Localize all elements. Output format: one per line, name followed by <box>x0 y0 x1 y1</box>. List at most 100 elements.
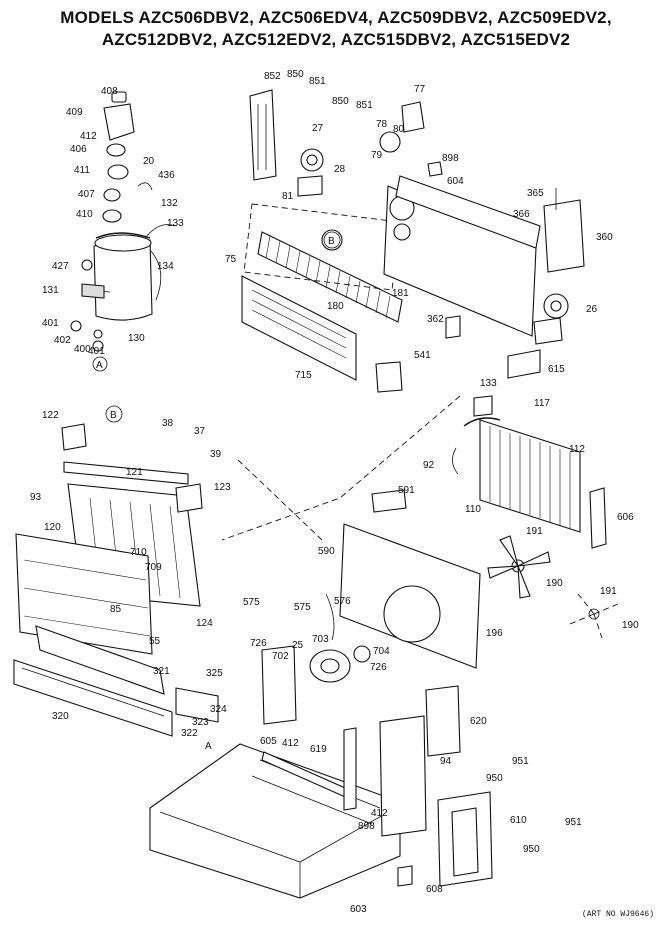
callout-label: A <box>205 741 212 752</box>
callout-label: 898 <box>442 153 459 164</box>
callout-label: 39 <box>210 449 222 460</box>
callout-label: 850 <box>287 69 304 80</box>
callout-label: 851 <box>356 100 373 111</box>
callout-label: B <box>328 236 335 247</box>
callout-label: 320 <box>52 711 69 722</box>
callout-label: B <box>110 410 117 421</box>
callout-label: 407 <box>78 189 95 200</box>
callout-label: 190 <box>546 578 563 589</box>
reference-marker-a <box>92 356 108 372</box>
callout-label: 410 <box>76 209 93 220</box>
fan-phantom <box>569 593 619 639</box>
callout-label: 615 <box>548 364 565 375</box>
callout-label: 702 <box>272 651 289 662</box>
callout-label: 436 <box>158 170 175 181</box>
callout-label: 608 <box>426 884 443 895</box>
callout-label: 78 <box>376 119 388 130</box>
callout-label: 77 <box>414 84 426 95</box>
callout-label: 575 <box>294 602 311 613</box>
callout-label: 112 <box>569 444 585 455</box>
callout-label: 191 <box>526 526 543 537</box>
callout-label: 123 <box>214 482 231 493</box>
diagram-title-line-2: AZC512DBV2, AZC512EDV2, AZC515DBV2, AZC5… <box>101 30 571 49</box>
front-panel-assembly <box>13 423 219 737</box>
callout-label: 620 <box>470 716 487 727</box>
callout-label: 27 <box>312 123 324 134</box>
callout-label: 55 <box>149 636 161 647</box>
discharge-grille <box>241 275 461 393</box>
fan-shroud <box>339 489 619 669</box>
callout-label: 541 <box>414 350 431 361</box>
blower-wheel <box>243 203 403 323</box>
callout-label: 323 <box>192 717 209 728</box>
callout-label: 950 <box>486 773 503 784</box>
callout-label: 610 <box>510 815 527 826</box>
callout-label: 402 <box>54 335 71 346</box>
callout-label: 851 <box>309 76 326 87</box>
callout-label: 28 <box>334 164 346 175</box>
callout-label: 180 <box>327 301 344 312</box>
callout-label: 324 <box>210 704 227 715</box>
callout-label: 412 <box>371 808 388 819</box>
callout-label: 190 <box>622 620 639 631</box>
callout-label: 591 <box>398 485 415 496</box>
callout-label: 852 <box>264 71 281 82</box>
callout-label: 25 <box>292 640 304 651</box>
callout-label: 37 <box>194 426 206 437</box>
callout-label: 726 <box>370 662 387 673</box>
callout-label: 122 <box>42 410 59 421</box>
condenser-coil <box>452 395 607 549</box>
compressor-assembly <box>70 91 176 352</box>
callout-label: 75 <box>225 254 237 265</box>
callout-label: 81 <box>282 191 294 202</box>
callout-label: 406 <box>70 144 87 155</box>
callout-label: 132 <box>161 198 178 209</box>
callout-label: 362 <box>427 314 444 325</box>
callout-label: 325 <box>206 668 223 679</box>
callout-label: 94 <box>440 756 452 767</box>
callout-label: 575 <box>243 597 260 608</box>
callout-label: 321 <box>153 666 170 677</box>
callout-label: 133 <box>167 218 184 229</box>
callout-label: 951 <box>512 756 529 767</box>
callout-labels: 408 409 412 406 20 411 436 407 132 410 1… <box>30 69 639 915</box>
fan-motor <box>261 593 371 725</box>
callout-label: 366 <box>513 209 530 220</box>
callout-label: 408 <box>101 86 118 97</box>
reference-marker-b <box>323 231 341 249</box>
callout-label: 605 <box>260 736 277 747</box>
callout-label: 576 <box>334 596 351 607</box>
callout-label: 134 <box>157 261 174 272</box>
bulkhead-panel <box>383 175 585 379</box>
callout-label: 117 <box>534 398 550 409</box>
base-pan <box>149 743 401 899</box>
callout-label: 951 <box>565 817 582 828</box>
lower-brackets <box>343 685 493 887</box>
callout-label: 365 <box>527 188 544 199</box>
callout-label: 412 <box>80 131 97 142</box>
control-assembly <box>249 89 443 197</box>
callout-label: 121 <box>126 467 143 478</box>
leader-dashed-lines <box>221 395 461 541</box>
callout-label: 124 <box>196 618 213 629</box>
callout-label: 411 <box>74 165 90 176</box>
callout-label: 400 <box>74 344 91 355</box>
callout-label: 898 <box>358 821 375 832</box>
callout-label: 360 <box>596 232 613 243</box>
callout-label: 20 <box>143 156 155 167</box>
reference-marker-b <box>105 405 123 423</box>
condenser-fan <box>487 535 551 599</box>
callout-label: 619 <box>310 744 327 755</box>
callout-label: 133 <box>480 378 497 389</box>
callout-label: 181 <box>392 288 409 299</box>
callout-label: 715 <box>295 370 312 381</box>
callout-label: 950 <box>523 844 540 855</box>
callout-label: 703 <box>312 634 329 645</box>
callout-label: 120 <box>44 522 61 533</box>
callout-label: 704 <box>373 646 390 657</box>
callout-label: 590 <box>318 546 335 557</box>
diagram-title-line-1: MODELS AZC506DBV2, AZC506EDV4, AZC509DBV… <box>60 8 612 27</box>
callout-label: 38 <box>162 418 174 429</box>
callout-label: 850 <box>332 96 349 107</box>
